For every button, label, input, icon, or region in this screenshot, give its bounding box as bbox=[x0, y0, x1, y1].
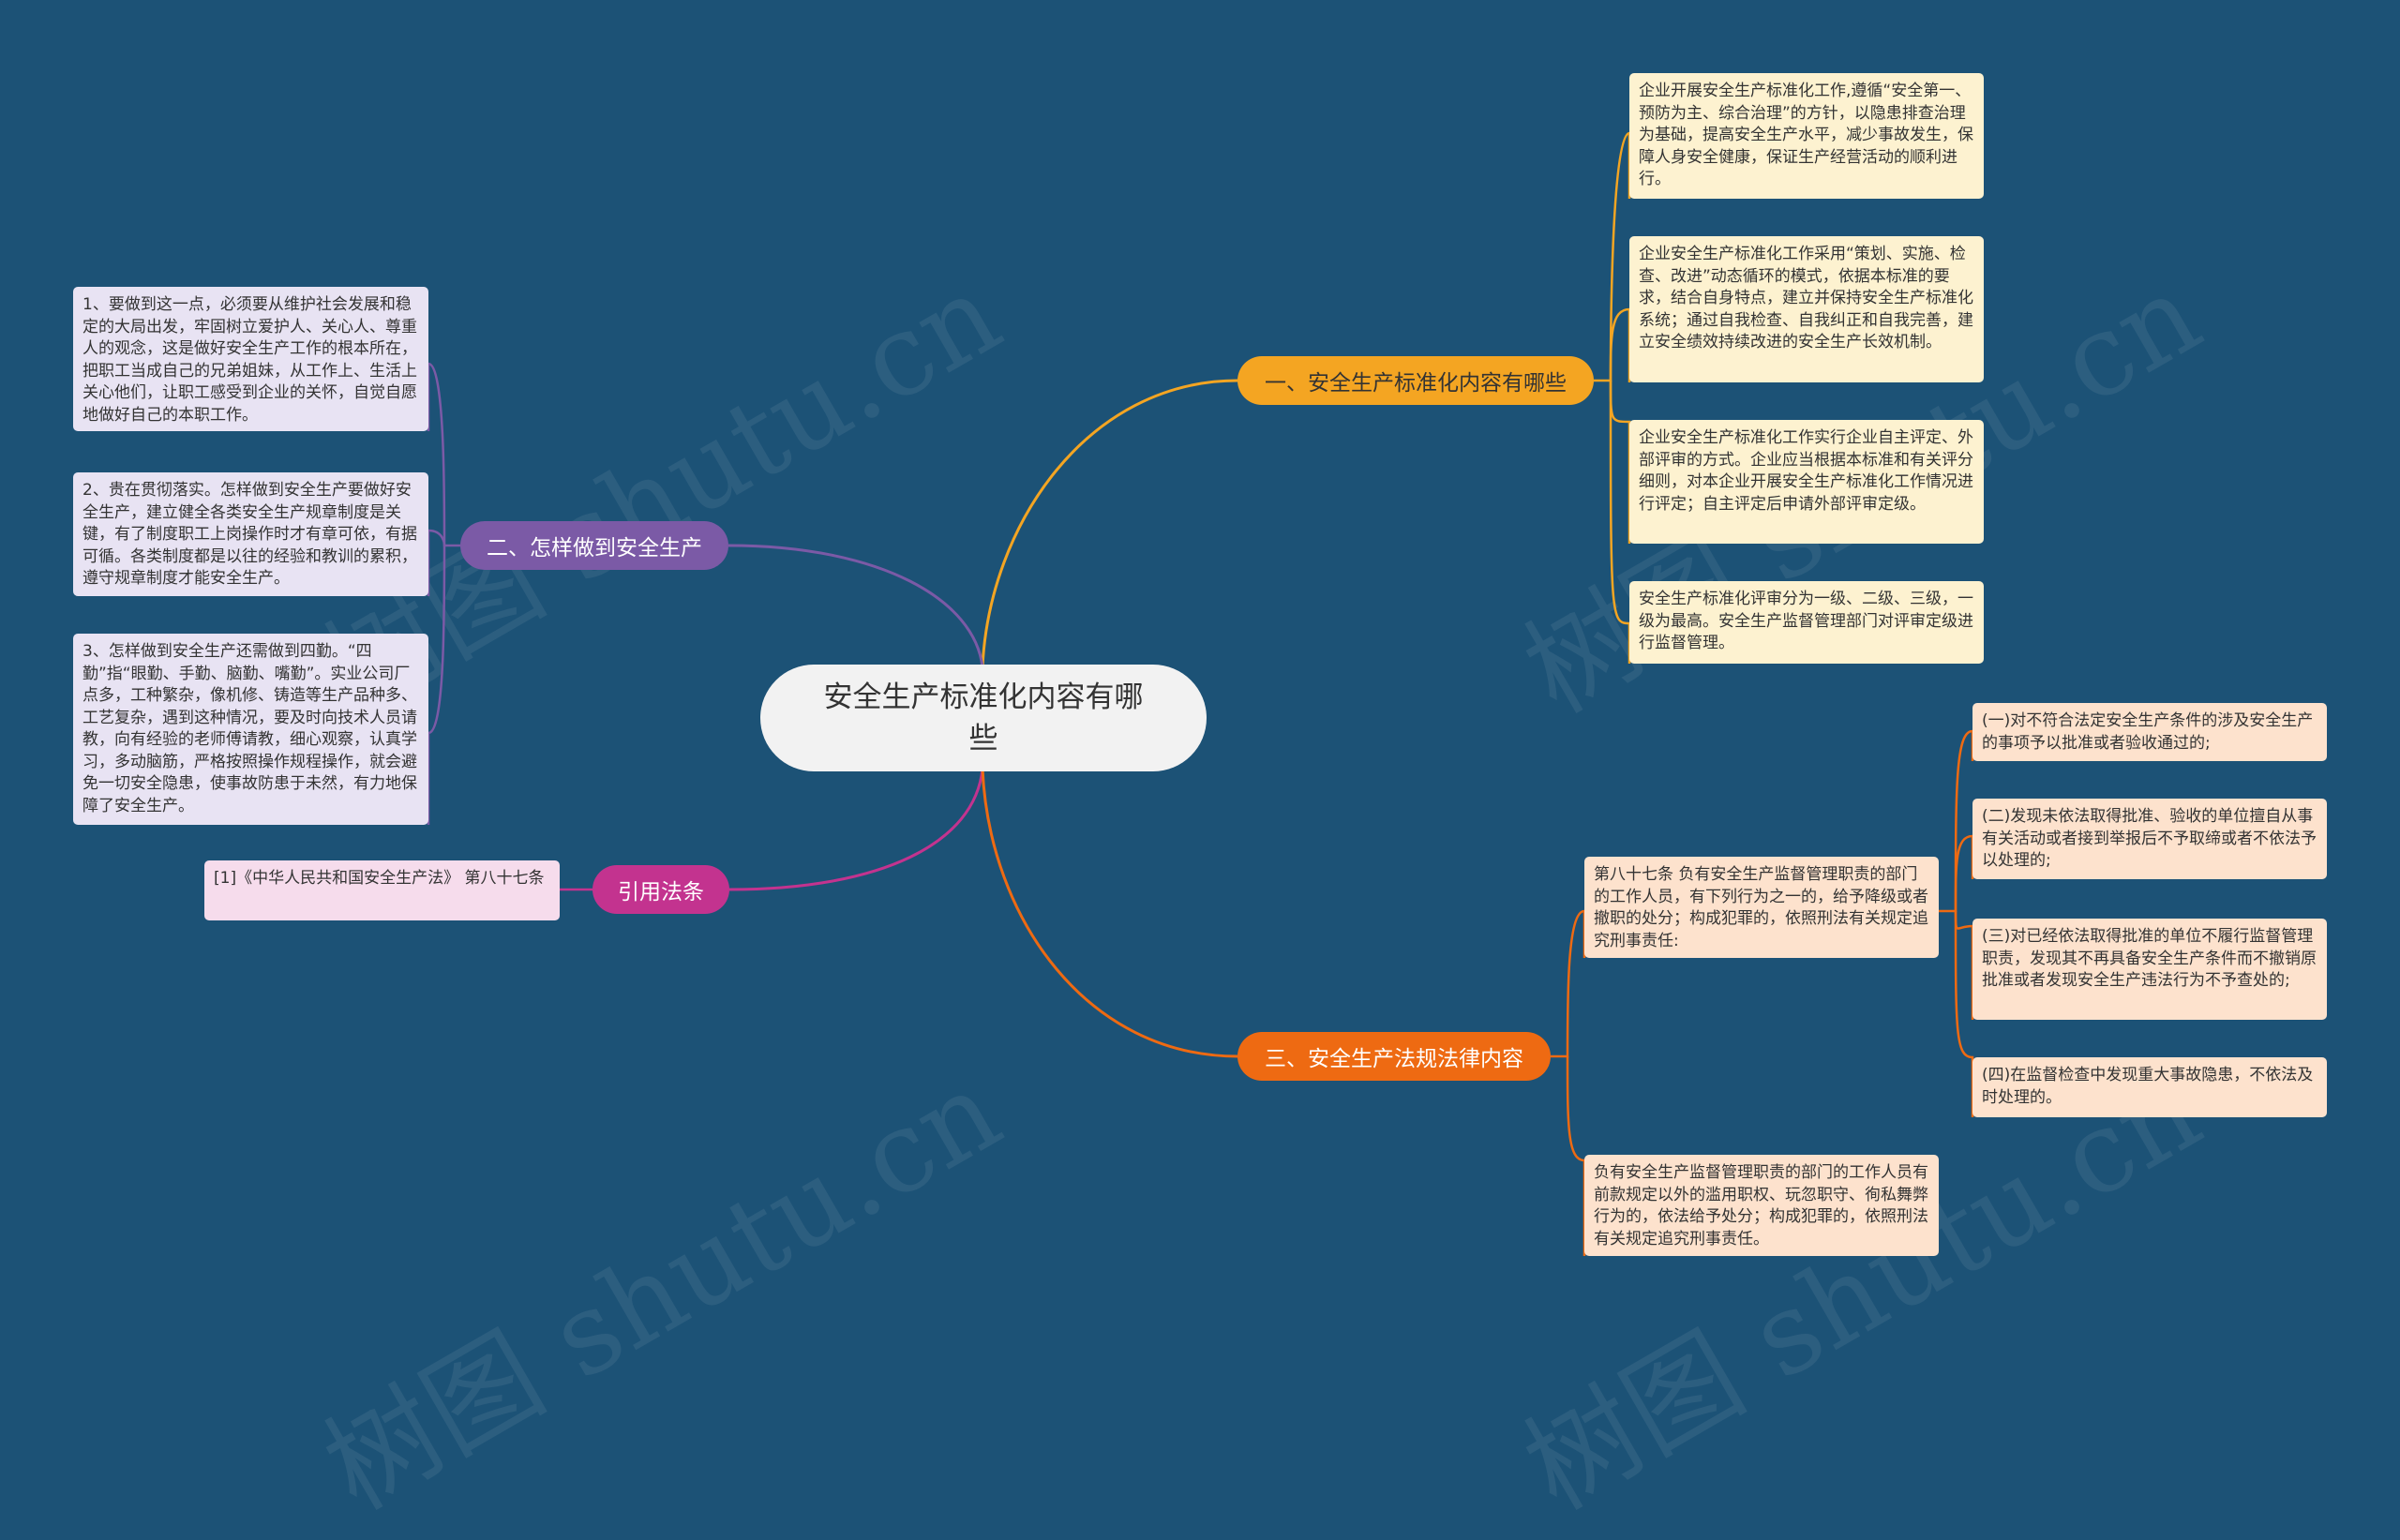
leaf-topic[interactable]: 安全生产标准化评审分为一级、二级、三级，一级为最高。安全生产监督管理部门对评审定… bbox=[1629, 581, 1984, 664]
branch-topic-how-to-safety[interactable]: 二、怎样做到安全生产 bbox=[460, 521, 728, 570]
leaf-topic[interactable]: 2、贵在贯彻落实。怎样做到安全生产要做好安全生产，建立健全各类安全生产规章制度是… bbox=[73, 472, 428, 596]
leaf-topic[interactable]: 第八十七条 负有安全生产监督管理职责的部门的工作人员，有下列行为之一的，给予降级… bbox=[1584, 857, 1939, 958]
link-root-b3 bbox=[728, 768, 984, 891]
link-b1-leaf bbox=[1609, 380, 1631, 664]
leaf-topic[interactable]: 3、怎样做到安全生产还需做到四勤。“四勤”指“眼勤、手勤、脑勤、嘴勤”。实业公司… bbox=[73, 634, 428, 825]
sub-leaf-topic[interactable]: (三)对已经依法取得批准的单位不履行监督管理职责，发现其不再具备安全生产条件而不… bbox=[1972, 919, 2327, 1020]
leaf-topic[interactable]: 1、要做到这一点，必须要从维护社会发展和稳定的大局出发，牢固树立爱护人、关心人、… bbox=[73, 287, 428, 431]
branch-topic-cited-law[interactable]: 引用法条 bbox=[592, 865, 729, 914]
link-b2-leaf bbox=[427, 362, 460, 547]
leaf-topic[interactable]: 企业安全生产标准化工作实行企业自主评定、外部评审的方式。企业应当根据本标准和有关… bbox=[1629, 420, 1984, 544]
link-b4-leaf bbox=[1566, 1055, 1586, 1256]
link-root-b1 bbox=[981, 379, 1238, 668]
sub-leaf-topic[interactable]: (一)对不符合法定安全生产条件的涉及安全生产的事项予以批准或者验收通过的; bbox=[1972, 703, 2327, 761]
root-topic[interactable]: 安全生产标准化内容有哪些 bbox=[760, 665, 1207, 771]
leaf-topic[interactable]: 企业安全生产标准化工作采用“策划、实施、检查、改进”动态循环的模式，依据本标准的… bbox=[1629, 236, 1984, 382]
link-b1-leaf bbox=[1609, 307, 1631, 382]
mindmap-canvas: 树图 shutu.cn 树图 shutu.cn 树图 shutu.cn 树图 s… bbox=[73, 73, 2327, 1535]
leaf-topic[interactable]: 负有安全生产监督管理职责的部门的工作人员有前款规定以外的滥用职权、玩忽职守、徇私… bbox=[1584, 1155, 1939, 1256]
sub-leaf-topic[interactable]: (二)发现未依法取得批准、验收的单位擅自从事有关活动或者接到举报后不予取缔或者不… bbox=[1972, 799, 2327, 879]
link-root-b2 bbox=[728, 544, 984, 668]
link-b2-leaf bbox=[427, 529, 446, 596]
link-b1-leaf bbox=[1609, 380, 1631, 544]
leaf-topic[interactable]: [1]《中华人民共和国安全生产法》 第八十七条 bbox=[204, 860, 560, 920]
link-b2-leaf bbox=[427, 545, 446, 825]
leaf-topic[interactable]: 企业开展安全生产标准化工作,遵循“安全第一、预防为主、综合治理”的方针，以隐患排… bbox=[1629, 73, 1984, 199]
sub-leaf-topic[interactable]: (四)在监督检查中发现重大事故隐患，不依法及时处理的。 bbox=[1972, 1057, 2327, 1117]
link-b4-leaf bbox=[1551, 909, 1586, 1058]
branch-topic-standardization[interactable]: 一、安全生产标准化内容有哪些 bbox=[1238, 356, 1594, 405]
branch-topic-law-content[interactable]: 三、安全生产法规法律内容 bbox=[1238, 1032, 1551, 1081]
link-b4-sub bbox=[1954, 910, 1974, 1020]
link-b4-sub bbox=[1954, 834, 1974, 912]
link-root-b4 bbox=[981, 768, 1238, 1058]
connector-lines bbox=[427, 131, 1974, 1256]
link-b4-sub bbox=[1954, 910, 1974, 1117]
